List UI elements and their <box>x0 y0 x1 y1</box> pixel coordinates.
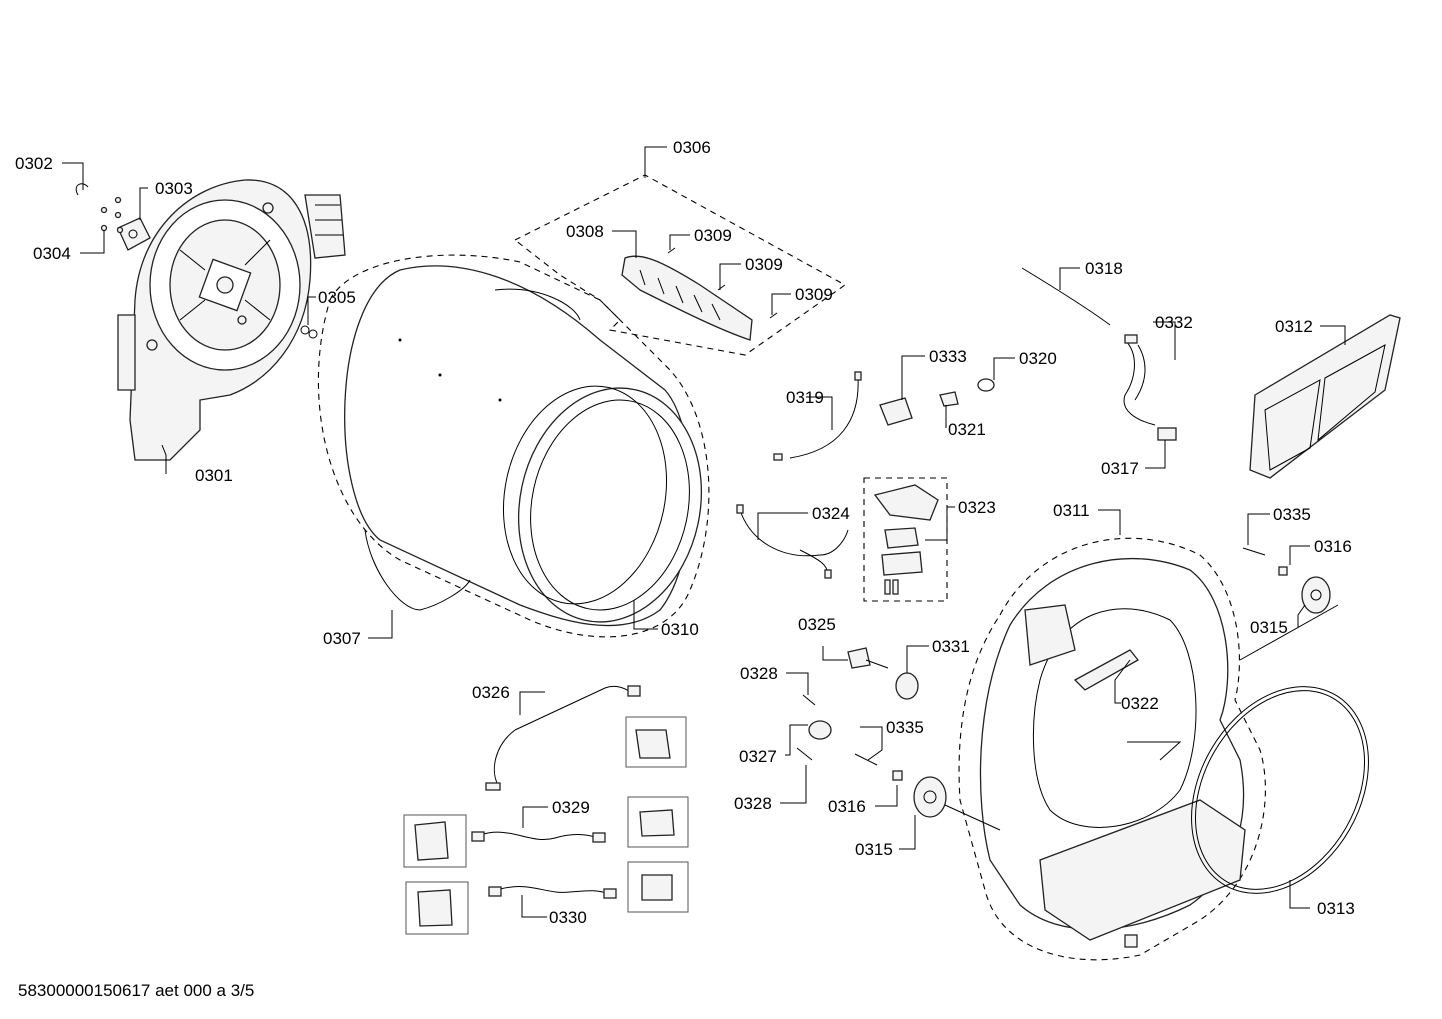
wire-harness-0319-part <box>773 371 862 461</box>
callout-0318: 0318 <box>1085 259 1123 278</box>
spacer-0316-upper-part <box>1278 566 1288 576</box>
callout-0310: 0310 <box>661 620 699 639</box>
washer-part <box>300 325 318 339</box>
callout-0326: 0326 <box>472 683 510 702</box>
callout-0309-b: 0309 <box>745 255 783 274</box>
callout-0307: 0307 <box>323 629 361 648</box>
callout-0322: 0322 <box>1121 694 1159 713</box>
callout-0319: 0319 <box>786 388 824 407</box>
callout-0324: 0324 <box>812 504 850 523</box>
callout-0301: 0301 <box>195 466 233 485</box>
callout-0304: 0304 <box>33 244 71 263</box>
wire-harness-0318-part <box>1021 267 1177 441</box>
callout-0329: 0329 <box>552 798 590 817</box>
lamp-0320-part <box>977 378 995 392</box>
retaining-clip-part <box>75 183 89 196</box>
callout-0315-b: 0315 <box>855 840 893 859</box>
callout-0323: 0323 <box>958 498 996 517</box>
screw-0328-upper-part <box>802 694 816 706</box>
callout-0328-a: 0328 <box>740 664 778 683</box>
callout-0309-c: 0309 <box>795 285 833 304</box>
callout-0333: 0333 <box>929 347 967 366</box>
callout-0305: 0305 <box>318 288 356 307</box>
front-bulkhead-part <box>958 537 1266 961</box>
roller-0315-upper-part <box>1301 576 1331 614</box>
callout-0317: 0317 <box>1101 459 1139 478</box>
callout-0315-a: 0315 <box>1250 618 1288 637</box>
drum-lifter-group <box>513 174 847 356</box>
bolt-0335-upper-part <box>1242 547 1266 556</box>
screws-part <box>100 196 124 234</box>
lint-filter-housing-0323-part <box>863 477 948 602</box>
lamp-socket-0321-part <box>939 391 959 407</box>
spacer-0316-lower-part <box>892 770 903 781</box>
fuse-0331-part <box>895 672 919 700</box>
thermostat-0325-part <box>847 647 889 669</box>
thermostat-0327-part <box>808 720 832 740</box>
callout-labels: 0302 0303 0304 0305 0301 0306 0308 0309 … <box>15 138 1355 927</box>
wire-0329-part <box>471 831 606 843</box>
callout-0312: 0312 <box>1275 317 1313 336</box>
door-seal-0313-part <box>1191 686 1369 894</box>
bolt-0335-lower-part <box>854 753 878 766</box>
callout-0313: 0313 <box>1317 899 1355 918</box>
callout-0320: 0320 <box>1019 349 1057 368</box>
callout-0306: 0306 <box>673 138 711 157</box>
callout-0321: 0321 <box>948 420 986 439</box>
bearing-plate-part <box>117 217 151 251</box>
callout-0308: 0308 <box>566 222 604 241</box>
callout-0303: 0303 <box>155 179 193 198</box>
screw-0328-lower-part <box>796 747 813 761</box>
callout-0316-b: 0316 <box>828 797 866 816</box>
sensor-0333-part <box>879 397 913 426</box>
callout-0332: 0332 <box>1155 313 1193 332</box>
inset-box-illustrations <box>414 729 675 927</box>
roller-0315-lower-part <box>913 776 947 818</box>
rear-bulkhead-part <box>117 179 346 461</box>
callout-0330: 0330 <box>549 908 587 927</box>
callout-0309-a: 0309 <box>694 226 732 245</box>
callout-0316-a: 0316 <box>1314 537 1352 556</box>
diagram-reference-footer: 58300000150617 aet 000 a 3/5 <box>18 981 255 1000</box>
wire-0330-part <box>488 886 617 899</box>
callout-0328-b: 0328 <box>734 794 772 813</box>
callout-0311: 0311 <box>1053 501 1090 520</box>
wire-harness-0324-part <box>736 504 849 579</box>
callout-0302: 0302 <box>15 154 53 173</box>
callout-0335-b: 0335 <box>886 718 924 737</box>
callout-0325: 0325 <box>798 615 836 634</box>
drum-part <box>317 254 710 638</box>
callout-0335-a: 0335 <box>1273 505 1311 524</box>
callout-0327: 0327 <box>739 747 777 766</box>
heater-element-0326-part <box>485 685 641 791</box>
callout-0331: 0331 <box>932 637 970 656</box>
rear-panel-0312-part <box>1249 314 1401 479</box>
leader-lines <box>62 146 1346 918</box>
